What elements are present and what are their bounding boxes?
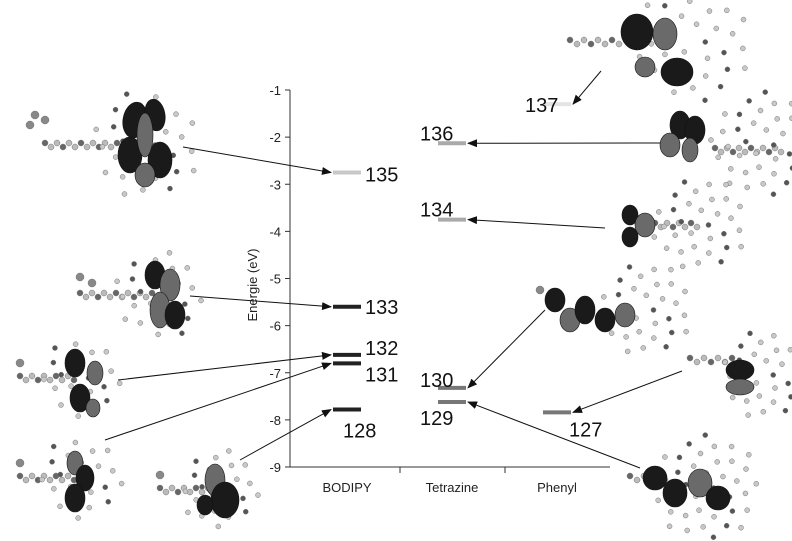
orbital-131-image xyxy=(15,439,125,521)
energy-level-label: 128 xyxy=(343,421,376,443)
orbital-137-image xyxy=(566,0,748,104)
energy-level-label: 131 xyxy=(365,364,398,386)
y-tick-label: -2 xyxy=(269,130,281,145)
orbital-arrow xyxy=(572,70,602,105)
y-axis: -1 -2 -3 -4 -5 -6 -7 -8 -9 xyxy=(269,83,610,475)
orbital-134-image xyxy=(621,179,744,270)
y-tick-label: -3 xyxy=(269,177,281,192)
orbital-arrow xyxy=(182,146,332,175)
x-category-label: BODIPY xyxy=(322,480,371,495)
energy-level-label: 137 xyxy=(525,95,558,117)
y-tick-label: -4 xyxy=(269,224,281,239)
orbital-arrow xyxy=(467,309,546,389)
x-category-label: Phenyl xyxy=(537,480,577,495)
y-tick-label: -9 xyxy=(269,460,281,475)
x-category-label: Tetrazine xyxy=(426,480,479,495)
energy-levels xyxy=(333,102,571,415)
energy-level-label: 130 xyxy=(420,370,453,392)
orbital-132-image xyxy=(15,341,123,419)
energy-level-labels: 135 133 132 131 128 136 134 130 129 137 127 xyxy=(343,95,602,442)
orbital-arrows xyxy=(104,70,683,469)
energy-level-label: 127 xyxy=(569,419,602,441)
energy-level-label: 135 xyxy=(365,164,398,186)
orbital-arrow xyxy=(467,216,606,229)
orbital-arrow xyxy=(104,362,332,441)
orbital-images xyxy=(15,0,792,540)
energy-level-label: 132 xyxy=(365,338,398,360)
orbital-135-image xyxy=(25,91,197,197)
orbital-136-image xyxy=(659,89,792,197)
orbital-arrow xyxy=(239,409,332,461)
y-tick-label: -6 xyxy=(269,319,281,334)
orbital-127-image xyxy=(686,330,792,418)
orbital-133-image xyxy=(75,250,204,338)
orbital-130-image xyxy=(535,264,689,355)
orbital-128-image xyxy=(155,448,261,530)
orbital-arrow xyxy=(467,401,641,469)
x-category-labels: BODIPY Tetrazine Phenyl xyxy=(322,480,577,495)
energy-level-label: 129 xyxy=(420,408,453,430)
y-tick-label: -5 xyxy=(269,272,281,287)
orbital-arrow xyxy=(117,351,332,381)
orbital-129-image xyxy=(626,432,760,540)
y-tick-label: -1 xyxy=(269,83,281,98)
y-tick-label: -7 xyxy=(269,366,281,381)
y-axis-label: Energie (eV) xyxy=(245,249,260,322)
energy-level-label: 136 xyxy=(420,123,453,145)
energy-level-label: 133 xyxy=(365,297,398,319)
y-tick-label: -8 xyxy=(269,413,281,428)
orbital-arrow xyxy=(572,370,683,413)
energy-level-label: 134 xyxy=(420,200,453,222)
orbital-arrow xyxy=(189,295,332,311)
